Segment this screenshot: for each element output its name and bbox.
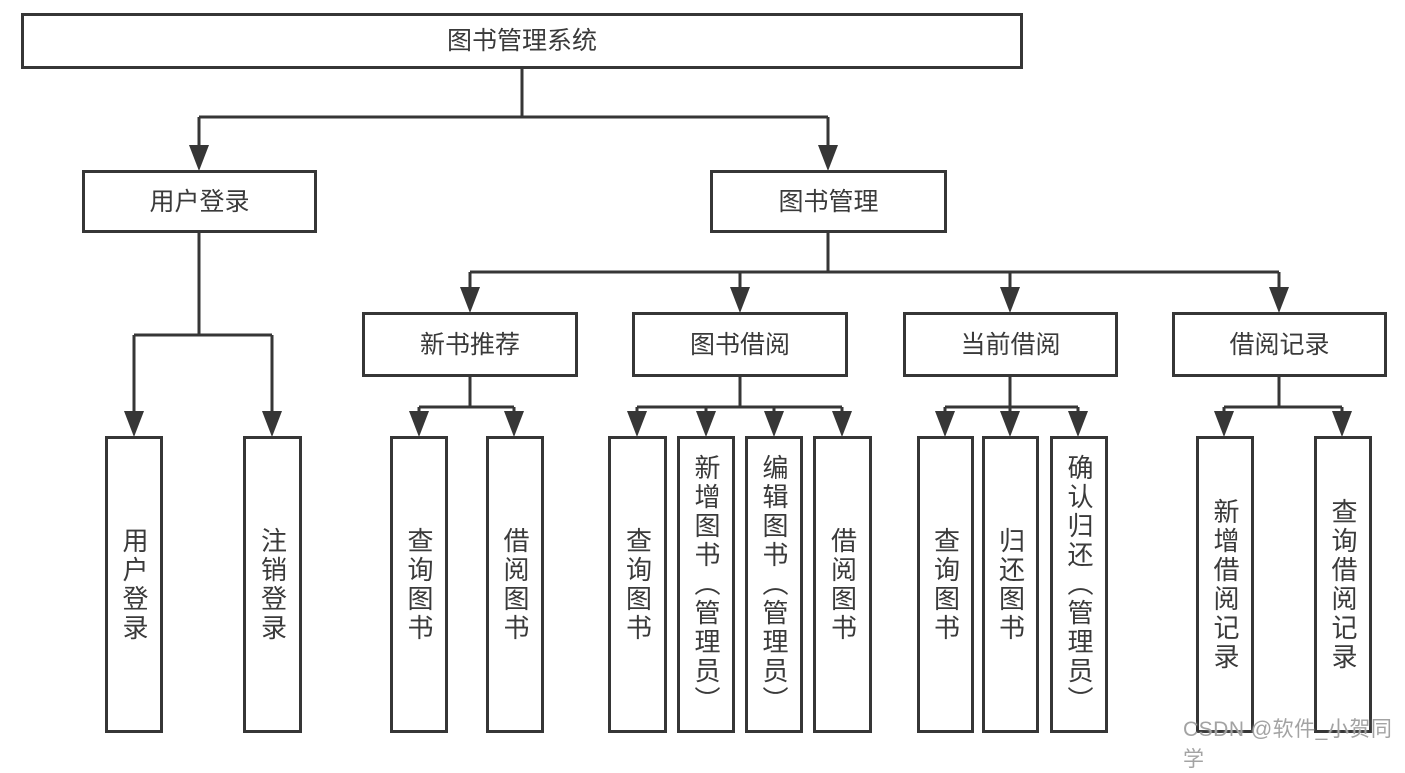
- leaf-return-book: 归还图书: [982, 436, 1039, 733]
- leaf-query-books: 查询图书: [390, 436, 448, 733]
- leaf-logout: 注销登录: [243, 436, 302, 733]
- connector-lines: [124, 69, 1352, 437]
- leaf-query-books: 查询图书: [917, 436, 974, 733]
- leaf-user-login: 用户登录: [105, 436, 163, 733]
- node-current-borrow: 当前借阅: [903, 312, 1118, 377]
- edge-root-to-level2: [189, 69, 838, 171]
- edge-current-borrow-to-leaves: [935, 377, 1088, 437]
- csdn-watermark: CSDN @软件_小贺同学: [1183, 718, 1393, 771]
- edge-book-borrow-to-leaves: [627, 377, 852, 437]
- org-chart: 图书管理系统 用户登录 图书管理 新书推荐 图书借阅 当前借阅 借阅记录 用户登…: [21, 13, 1392, 771]
- edge-book-management-to-level3: [460, 233, 1289, 313]
- node-borrow-records: 借阅记录: [1172, 312, 1387, 377]
- leaf-query-books: 查询图书: [608, 436, 667, 733]
- node-new-book-recommend: 新书推荐: [362, 312, 578, 377]
- leaf-edit-book-admin: 编辑图书（管理员）: [745, 436, 803, 733]
- leaf-borrow-books: 借阅图书: [813, 436, 872, 733]
- node-user-login: 用户登录: [82, 170, 317, 233]
- leaf-query-borrow-record: 查询借阅记录: [1314, 436, 1372, 733]
- leaf-borrow-books: 借阅图书: [486, 436, 544, 733]
- edge-new-book-to-leaves: [409, 377, 524, 437]
- leaf-add-book-admin: 新增图书（管理员）: [677, 436, 735, 733]
- leaf-add-borrow-record: 新增借阅记录: [1196, 436, 1254, 733]
- node-book-management: 图书管理: [710, 170, 947, 233]
- leaf-confirm-return-admin: 确认归还（管理员）: [1050, 436, 1108, 733]
- edge-borrow-records-to-leaves: [1214, 377, 1352, 437]
- edge-user-login-to-leaves: [124, 233, 282, 437]
- node-book-borrow: 图书借阅: [632, 312, 848, 377]
- node-book-management-system: 图书管理系统: [21, 13, 1023, 69]
